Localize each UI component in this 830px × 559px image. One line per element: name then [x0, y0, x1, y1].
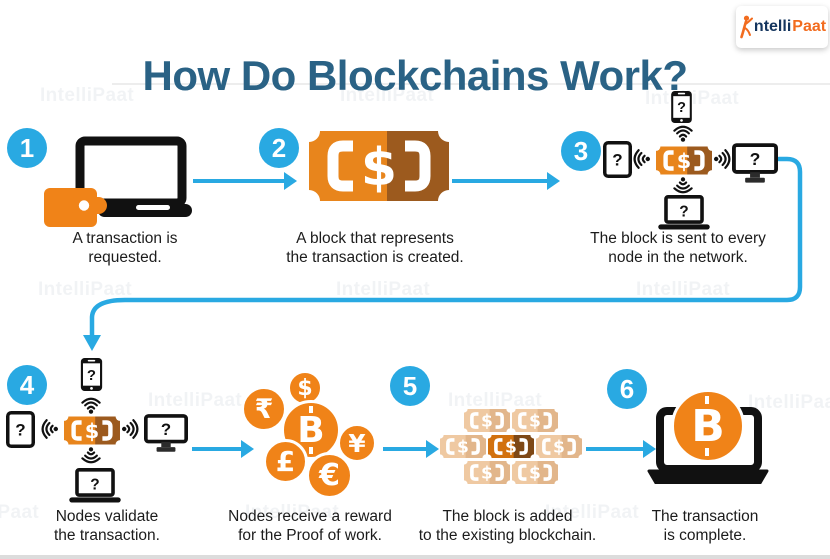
laptop-icon	[75, 136, 192, 217]
flow-arrow-1-2	[193, 172, 297, 190]
flow-arrow-4-coins	[192, 440, 254, 458]
step3-wifi-up-icon	[670, 124, 696, 142]
wallet-icon	[44, 188, 107, 227]
step4-wifi-up-icon	[78, 396, 104, 414]
logo-person-icon	[740, 15, 753, 39]
step4-bill-icon	[64, 416, 120, 445]
euro-coin: €	[306, 452, 353, 499]
logo-text-suffix: Paat	[792, 18, 827, 35]
step3-laptop-icon	[658, 195, 710, 230]
step3-tablet-icon	[603, 141, 632, 178]
logo-text-prefix: ntelli	[753, 18, 792, 35]
money-block-icon	[308, 131, 450, 201]
flow-arrow-5-6	[586, 440, 656, 458]
flow-arrow-coins-5	[383, 440, 439, 458]
block-bill	[512, 461, 558, 484]
step4-phone-icon	[79, 358, 104, 391]
step4-monitor-icon	[144, 413, 188, 455]
block-bill-highlighted	[488, 435, 534, 458]
block-bill	[440, 435, 486, 458]
flow-arrow-2-3	[452, 172, 560, 190]
rupee-coin: ₹	[241, 386, 287, 432]
step-number-1: 1	[7, 128, 47, 168]
step3-monitor-icon	[732, 143, 778, 185]
page-title: How Do Blockchains Work?	[142, 52, 688, 100]
step-number-6: 6	[607, 369, 647, 409]
pound-coin: £	[263, 439, 308, 484]
step-number-2: 2	[259, 128, 299, 168]
step4-tablet-icon	[6, 411, 35, 448]
divider-line	[112, 83, 830, 85]
step3-wifi-right-icon	[713, 147, 733, 171]
step-number-4: 4	[7, 365, 47, 405]
step4-laptop-icon	[69, 468, 121, 503]
bitcoin-icon: B	[671, 389, 745, 463]
step4-wifi-right-icon	[121, 417, 141, 441]
block-bill	[464, 409, 510, 432]
step4-wifi-left-icon	[39, 417, 59, 441]
step3-wifi-down-icon	[670, 177, 696, 195]
yen-coin: ¥	[337, 423, 377, 463]
bitcoin-coin: B	[281, 400, 341, 460]
bottom-edge	[0, 555, 830, 559]
step-number-3: 3	[561, 131, 601, 171]
block-bill	[512, 409, 558, 432]
step3-phone-icon	[669, 91, 694, 123]
step3-wifi-left-icon	[631, 147, 651, 171]
step3-bill-icon	[656, 146, 712, 175]
step4-wifi-down-icon	[78, 447, 104, 465]
block-bill	[464, 461, 510, 484]
block-bill	[536, 435, 582, 458]
step-number-5: 5	[390, 366, 430, 406]
